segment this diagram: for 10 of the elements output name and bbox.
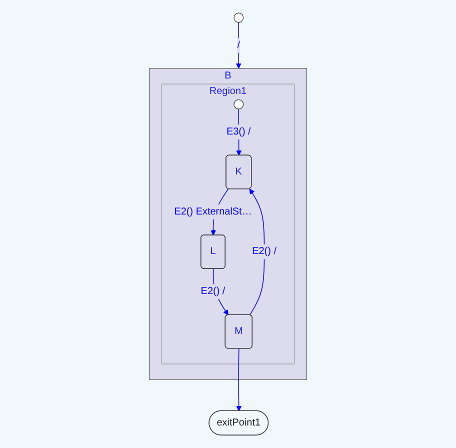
edge-label: E2() / [200, 286, 226, 297]
node-circle [234, 12, 244, 23]
edge-label: E2() ExternalSt… [174, 206, 252, 217]
edge-label: E2() / [252, 246, 276, 257]
edge-label: / [237, 40, 240, 50]
arrow [249, 188, 265, 316]
arrow [236, 22, 242, 69]
node-circle [234, 99, 244, 110]
edge-label: E3() / [226, 126, 251, 138]
arrow [236, 348, 242, 412]
